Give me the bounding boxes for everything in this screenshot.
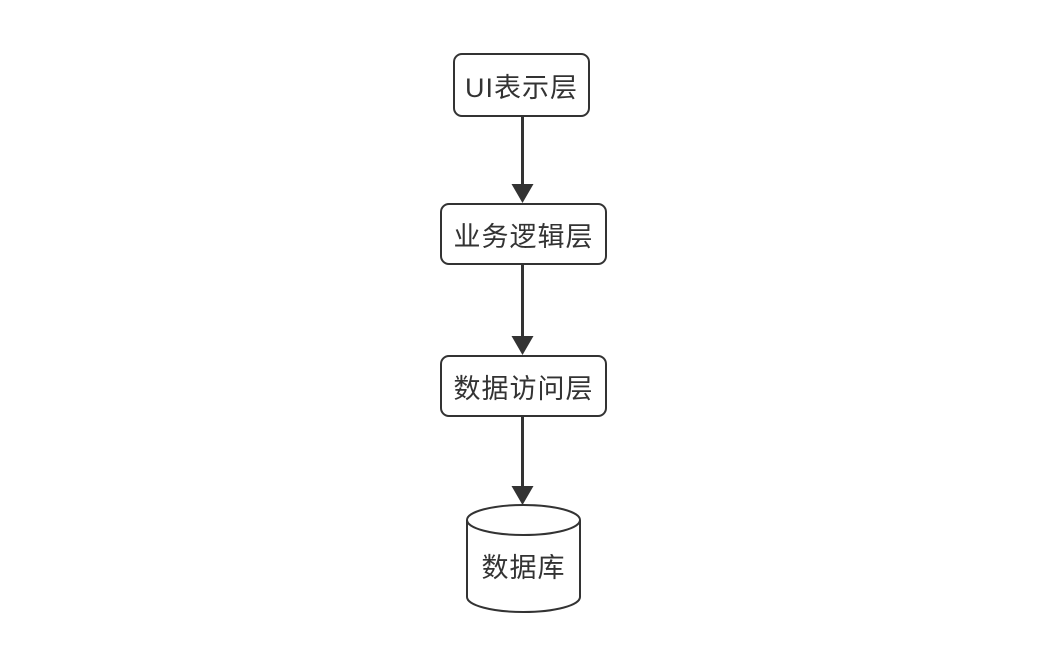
arrow-dataaccess-to-database [511, 417, 534, 505]
node-data-access-layer-label: 数据访问层 [453, 373, 594, 404]
node-data-access-layer[interactable]: 数据访问层 [440, 355, 607, 417]
arrow-business-to-dataaccess [511, 265, 534, 355]
node-business-logic-layer-label: 业务逻辑层 [453, 221, 594, 252]
node-database-label: 数据库 [481, 553, 566, 583]
node-ui-layer-label: UI表示层 [465, 72, 578, 103]
node-ui-layer[interactable]: UI表示层 [453, 53, 590, 117]
arrow-ui-to-business [511, 117, 534, 203]
node-business-logic-layer[interactable]: 业务逻辑层 [440, 203, 607, 265]
